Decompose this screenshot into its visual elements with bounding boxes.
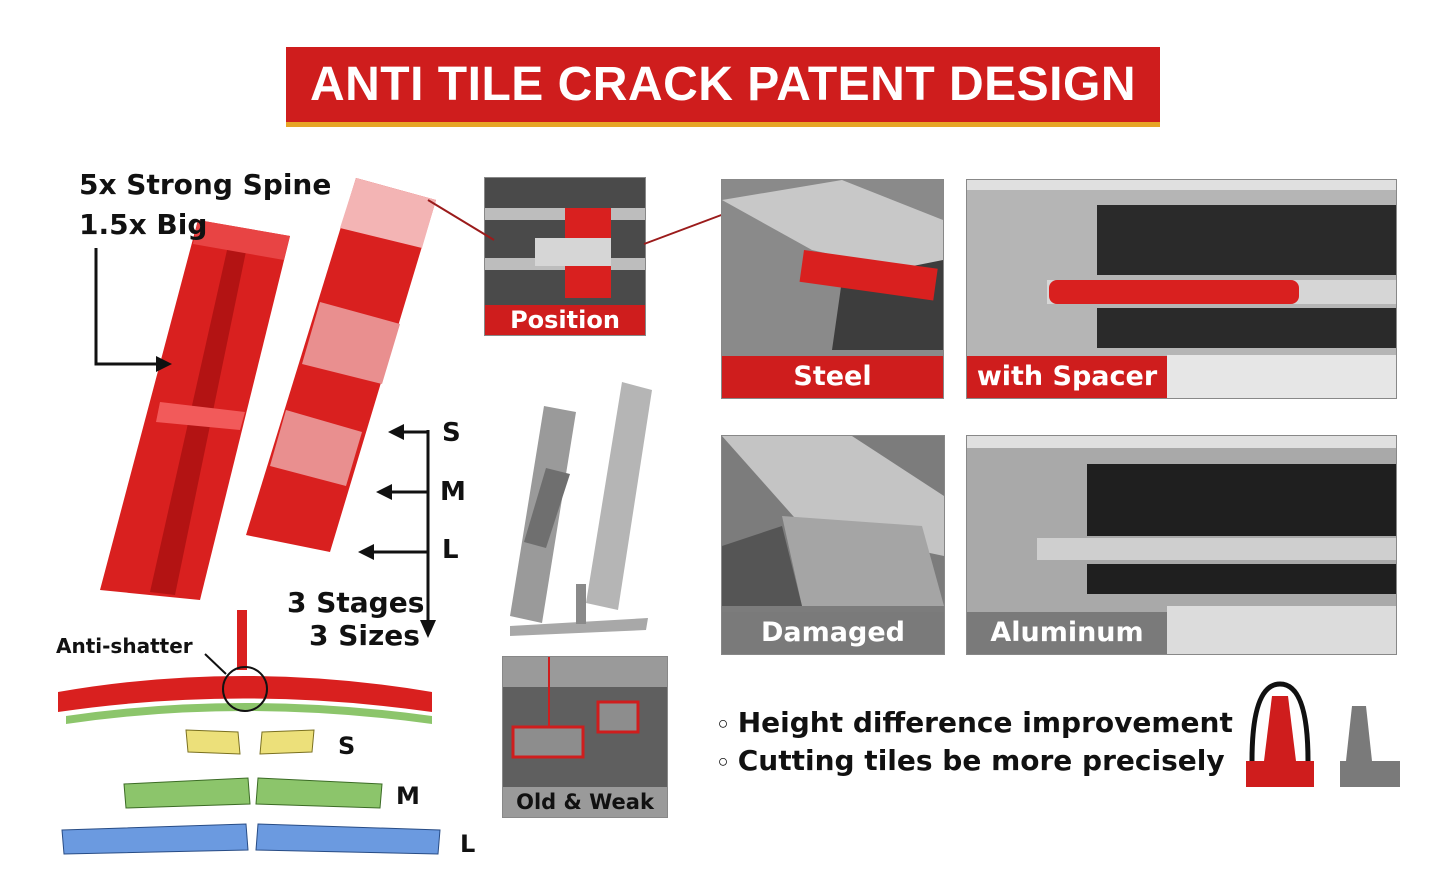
aluminum-caption: Aluminum: [967, 612, 1167, 654]
spacer-caption: with Spacer: [967, 356, 1167, 398]
bullet-text: Height difference improvement: [737, 706, 1233, 739]
new-spacer-icon: [1246, 681, 1314, 787]
spacer-illustration: [58, 178, 441, 855]
steel-photo: Steel: [721, 179, 944, 399]
position-caption: Position: [485, 305, 645, 335]
size-m-label: M: [396, 782, 420, 810]
spine-label-2: 1.5x Big: [79, 208, 208, 241]
old-weak-caption: Old & Weak: [503, 787, 667, 817]
header-underline: [286, 122, 1160, 127]
damaged-photo: Damaged: [721, 435, 945, 655]
size-l-label: L: [460, 830, 476, 858]
damaged-caption: Damaged: [722, 612, 944, 654]
anti-shatter-circle: [222, 666, 268, 712]
aluminum-photo: Aluminum: [966, 435, 1397, 655]
stage-m-label: M: [440, 477, 466, 507]
size-s-label: S: [338, 732, 356, 760]
stages-label-2: 3 Sizes: [309, 619, 420, 652]
anti-shatter-label: Anti-shatter: [56, 634, 193, 658]
stage-s-label: S: [442, 418, 461, 448]
spine-spacer-image: [100, 220, 290, 600]
position-photo: Position: [484, 177, 646, 336]
size-s-pieces: [185, 729, 315, 755]
page-title: ANTI TILE CRACK PATENT DESIGN: [309, 58, 1137, 111]
bullet-text: Cutting tiles be more precisely: [737, 744, 1225, 777]
stage-l-label: L: [442, 535, 459, 565]
old-weak-photo: Old & Weak: [502, 656, 668, 818]
spacer-photo: with Spacer: [966, 179, 1397, 399]
stages-label-1: 3 Stages: [287, 586, 425, 619]
spine-arrow: [94, 248, 160, 366]
stages-arrows: [370, 430, 430, 620]
steel-caption: Steel: [722, 356, 943, 398]
size-m-pieces: [123, 777, 383, 809]
position-pointer-lines: [427, 199, 725, 245]
curved-spacer-image: [58, 610, 432, 724]
old-spacer-icon: [1340, 706, 1400, 787]
header-banner: [286, 47, 1160, 123]
bullet-item-2: ◦ Cutting tiles be more precisely: [716, 744, 1225, 777]
height-comparison-icons: [1246, 681, 1400, 787]
old-spacer-illustration: [510, 382, 652, 636]
bullet-marker: ◦: [716, 751, 738, 776]
spine-label-1: 5x Strong Spine: [79, 168, 332, 201]
flat-spacer-image: [246, 178, 436, 552]
bullet-item-1: ◦ Height difference improvement: [716, 706, 1233, 739]
size-l-pieces: [61, 823, 441, 855]
bullet-marker: ◦: [716, 713, 738, 738]
